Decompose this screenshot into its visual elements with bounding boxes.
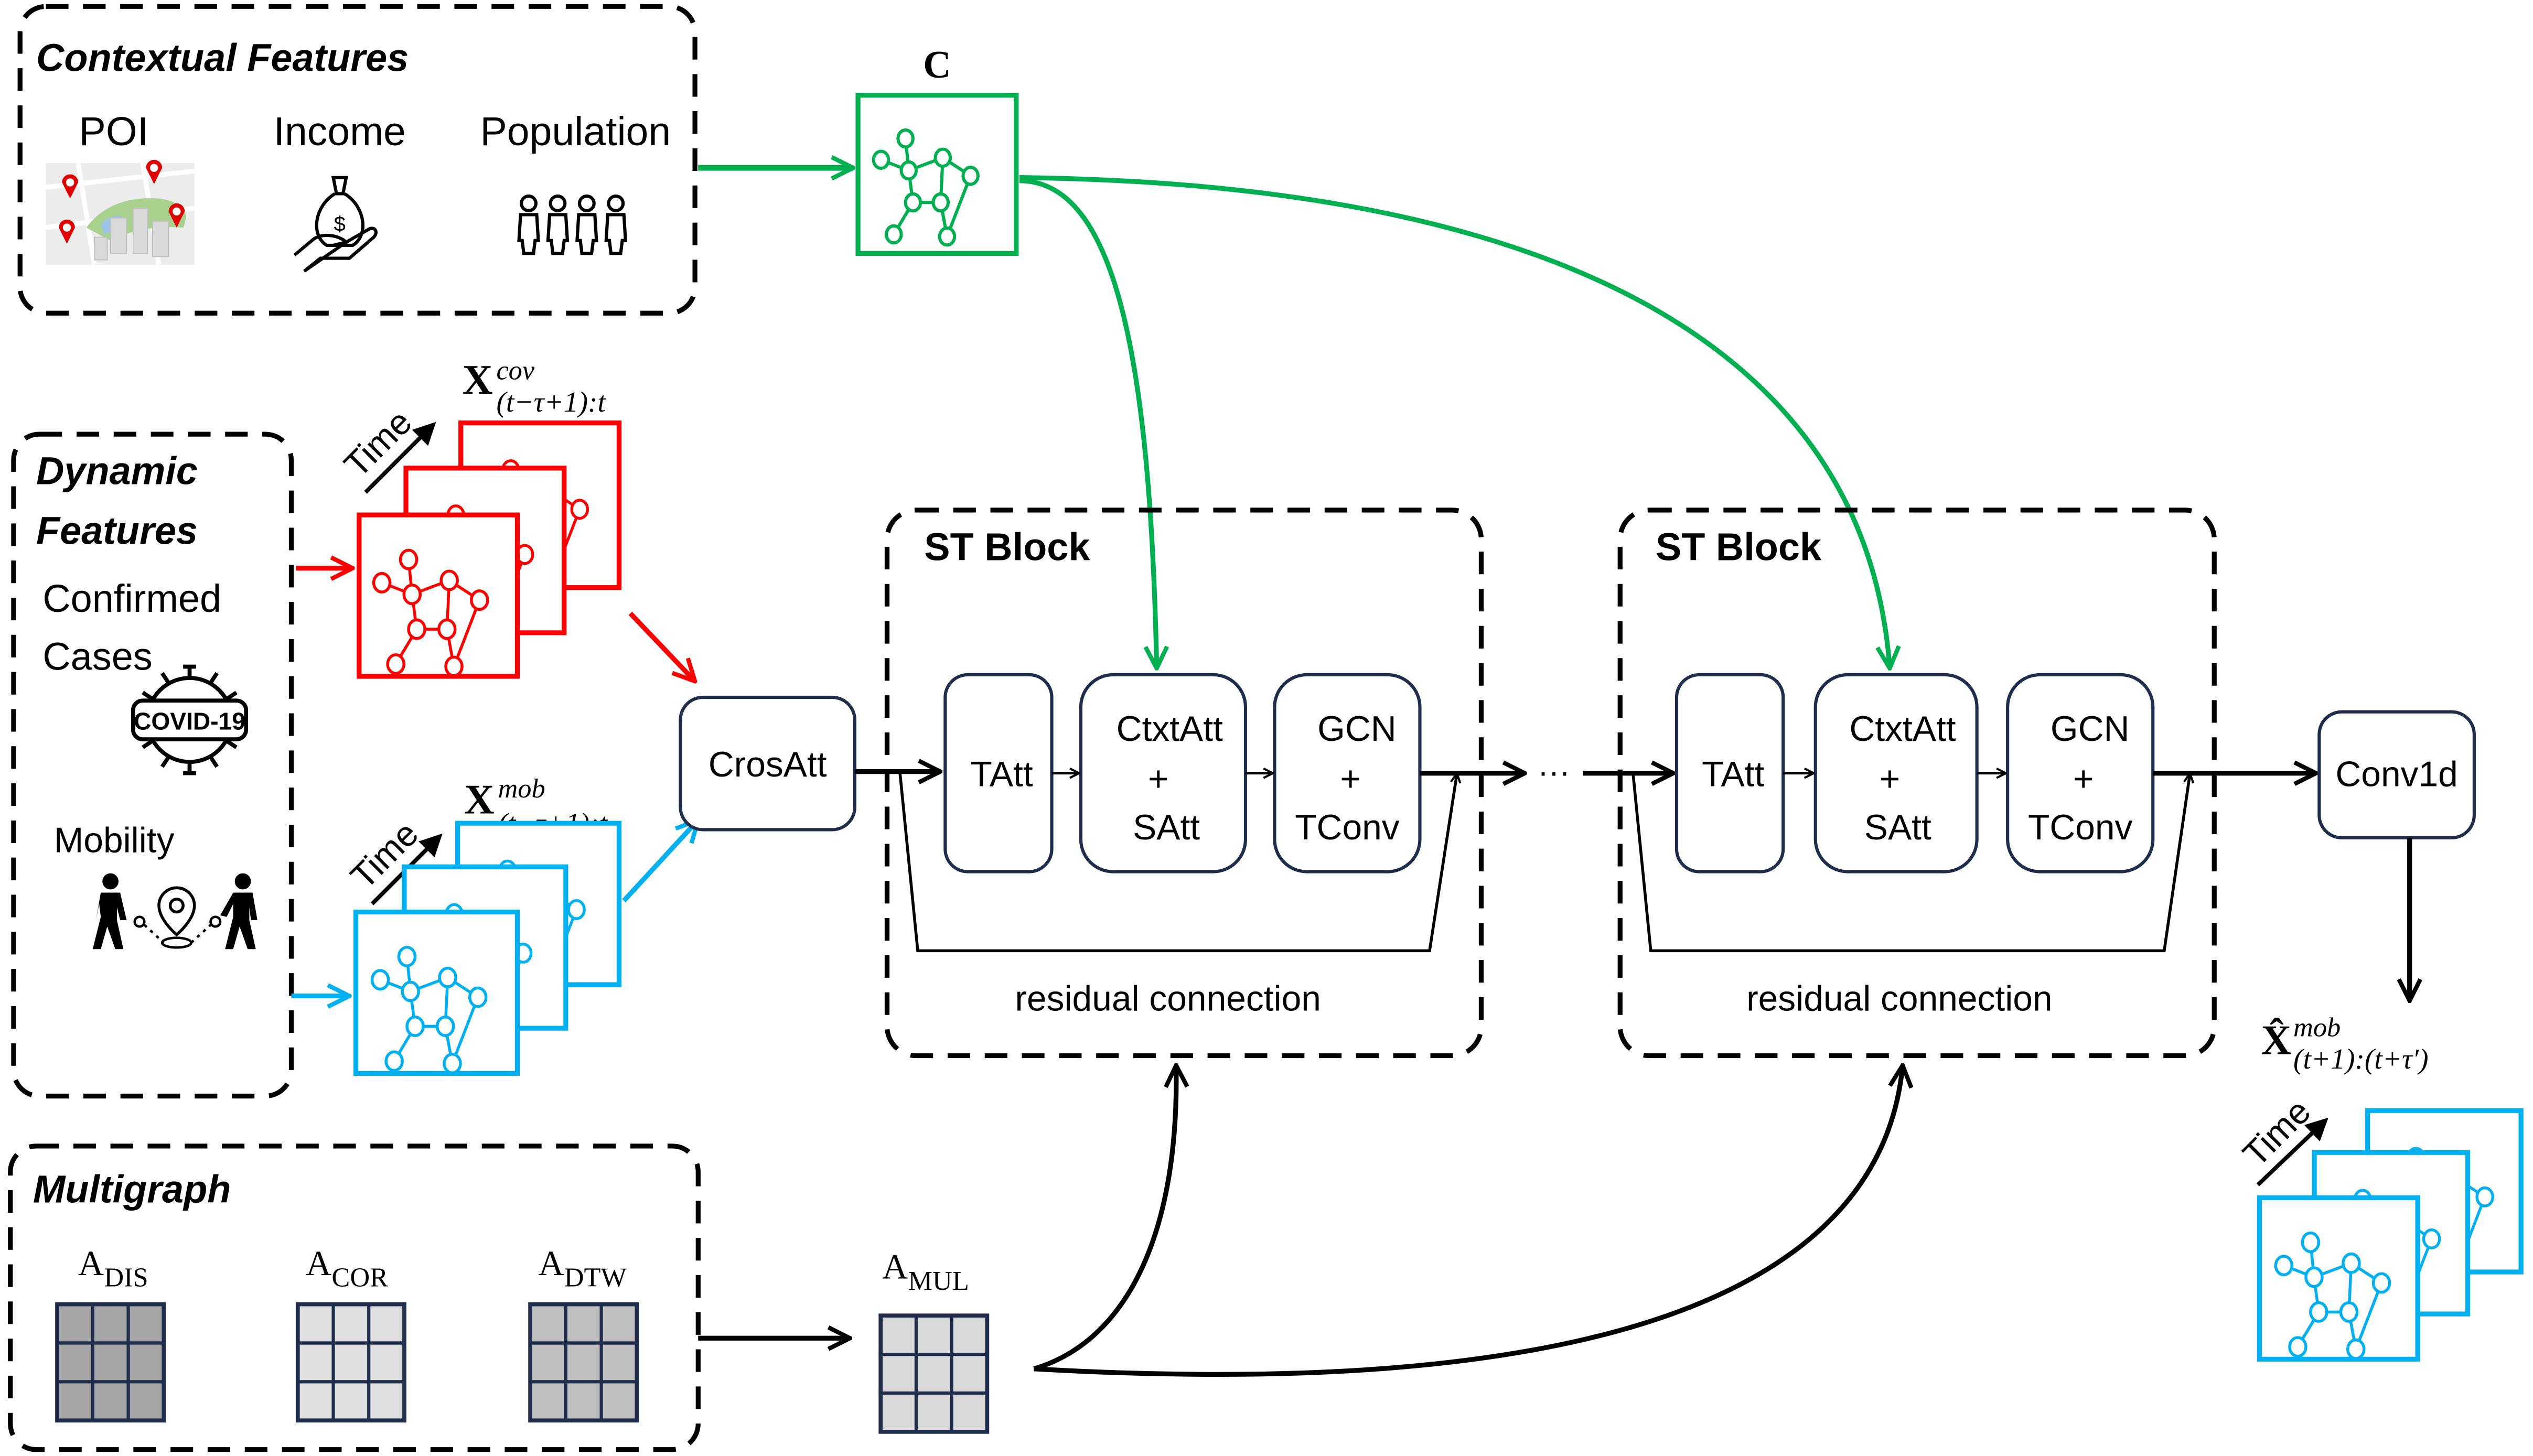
ctxtatt-plus-1: + <box>1148 760 1169 799</box>
out-sup: mob <box>2293 1012 2341 1043</box>
out-sub: (t+1):(t+τ′) <box>2293 1043 2428 1075</box>
money-bag-hand-icon: $ <box>293 176 378 273</box>
matrix-a-dis: A DIS <box>57 1244 164 1420</box>
confirmed-cases-label-line1: Confirmed <box>42 577 221 620</box>
st-block-1-title: ST Block <box>924 525 1090 568</box>
ctxtatt-label-1: CtxtAtt <box>1117 709 1223 749</box>
mob-base: X <box>464 777 495 823</box>
conv1d-module: Conv1d <box>2317 710 2476 839</box>
arrow-c-to-ctxtatt-1 <box>1019 178 1157 668</box>
residual-label-1: residual connection <box>1015 979 1321 1018</box>
poi-label: POI <box>79 109 149 154</box>
a-cor-base: A <box>306 1244 331 1283</box>
covid-input-label: X cov (t−τ+1):t <box>463 355 607 418</box>
residual-label-2: residual connection <box>1746 979 2053 1018</box>
gcn-label-2: GCN <box>2051 709 2129 749</box>
matrix-a-cor: A COR <box>298 1244 404 1420</box>
confirmed-cases-label-line2: Cases <box>42 635 152 678</box>
gcn-plus-1: + <box>1340 760 1361 799</box>
a-dtw-base: A <box>538 1244 564 1283</box>
tatt-label-2: TAtt <box>1702 754 1764 794</box>
a-dtw-sub: DTW <box>564 1263 627 1293</box>
time-label-output: Time <box>2236 1092 2319 1174</box>
context-graph-frame <box>855 93 1019 256</box>
tconv-label-2: TConv <box>2028 808 2133 847</box>
gcn-plus-2: + <box>2073 760 2094 799</box>
people-icon <box>517 194 628 255</box>
arrow-amul-to-st2 <box>1034 1065 1903 1377</box>
a-mul-sub: MUL <box>908 1266 969 1296</box>
contextual-features-title: Contextual Features <box>36 36 409 79</box>
mobility-graph-stack <box>353 821 622 1076</box>
cov-base: X <box>463 357 493 403</box>
svg-text:$: $ <box>334 212 346 235</box>
satt-label-2: SAtt <box>1864 808 1931 847</box>
multigraph-title: Multigraph <box>33 1168 231 1211</box>
residual-connection-1 <box>898 773 1457 953</box>
output-label: X̂ mob (t+1):(t+τ′) <box>2261 1012 2428 1075</box>
covid-graph-stack <box>357 420 622 679</box>
tconv-label-1: TConv <box>1295 808 1400 847</box>
conv1d-label: Conv1d <box>2335 754 2457 794</box>
gcn-label-1: GCN <box>1317 709 1396 749</box>
arrow-c-to-ctxtatt-2 <box>1019 175 1890 668</box>
map-poi-icon <box>45 159 195 265</box>
st-block-2: ST Block TAtt CtxtAtt + SAtt GCN + TConv… <box>1617 508 2217 1059</box>
tatt-label-1: TAtt <box>971 754 1033 794</box>
context-graph-label: C <box>923 43 951 86</box>
a-mul-base: A <box>882 1247 908 1286</box>
ctxtatt-plus-2: + <box>1880 760 1901 799</box>
mob-sup: mob <box>498 773 545 804</box>
dynamic-features-title-line1: Dynamic <box>36 449 198 493</box>
a-dis-sub: DIS <box>104 1263 148 1293</box>
out-base: X̂ <box>2261 1017 2291 1063</box>
crosatt-label: CrosAtt <box>709 745 827 784</box>
st-block-1: ST Block TAtt CtxtAtt + SAtt GCN + TConv… <box>884 508 1484 1059</box>
satt-label-1: SAtt <box>1133 808 1200 847</box>
output-graph-stack <box>2257 1108 2524 1362</box>
contextual-features-panel: Contextual Features POI Income Populatio… <box>17 4 697 316</box>
covid-badge-text: COVID-19 <box>134 708 245 735</box>
cov-sup: cov <box>496 355 534 385</box>
residual-connection-2 <box>1632 773 2190 953</box>
a-cor-sub: COR <box>331 1263 388 1293</box>
covid-virus-icon: COVID-19 <box>131 664 249 775</box>
population-label: Population <box>480 109 671 154</box>
ellipsis: ··· <box>1538 754 1570 790</box>
ctxtatt-label-2: CtxtAtt <box>1849 709 1956 749</box>
matrix-a-mul: A MUL <box>881 1247 987 1431</box>
dynamic-features-panel: Dynamic Features Confirmed Cases COVID-1… <box>11 432 294 1099</box>
mobility-label: Mobility <box>54 821 175 860</box>
cov-sub: (t−τ+1):t <box>496 386 606 418</box>
crosatt-module: CrosAtt <box>679 695 857 832</box>
arrow-amul-to-st1 <box>1033 1065 1176 1372</box>
income-label: Income <box>274 109 406 154</box>
arrow-mobility-stack-to-crosatt <box>622 820 699 903</box>
arrow-covid-stack-to-crosatt <box>628 611 695 681</box>
st-block-2-title: ST Block <box>1656 525 1822 568</box>
dynamic-features-title-line2: Features <box>36 509 198 553</box>
multigraph-panel: Multigraph A DIS A COR A DTW <box>8 1144 701 1452</box>
matrix-a-dtw: A DTW <box>530 1244 637 1420</box>
mobility-walkers-icon <box>92 873 257 950</box>
a-dis-base: A <box>78 1244 104 1283</box>
